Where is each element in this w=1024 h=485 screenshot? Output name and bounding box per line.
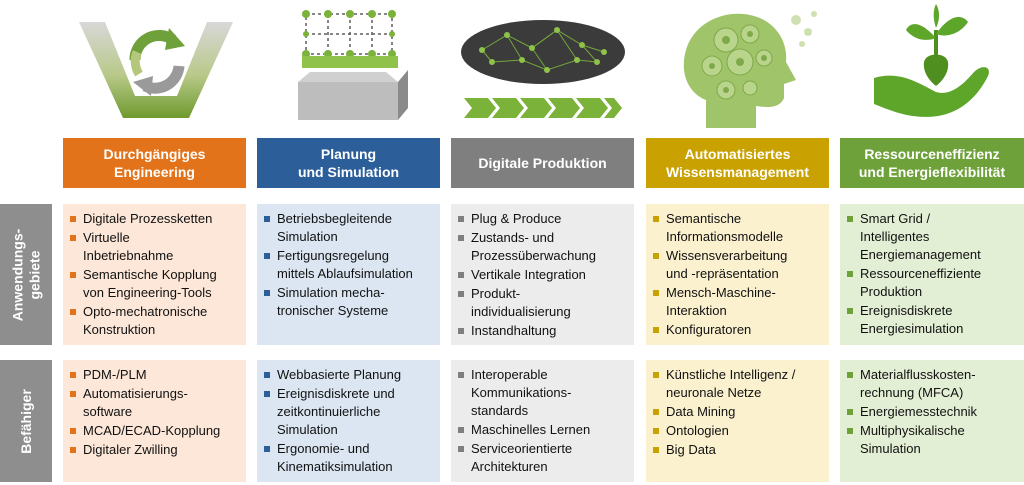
row-label-befaehiger: Befähiger xyxy=(0,360,52,482)
header-ressourceneffizienz: Ressourceneffizienz und Energieflexibili… xyxy=(840,138,1024,188)
list-item: Zustands- und Prozessüberwachung xyxy=(457,229,630,265)
list-item: Opto-mechatronische Konstruktion xyxy=(69,303,242,339)
list-item: Materialflusskosten- rechnung (MFCA) xyxy=(846,366,1020,402)
list-item: Künstliche Intelligenz / neuronale Netze xyxy=(652,366,825,402)
cell-wissen-anwendungsgebiete: Semantische Informationsmodelle Wissensv… xyxy=(646,204,829,345)
cell-engineering-anwendungsgebiete: Digitale Prozessketten Virtuelle Inbetri… xyxy=(63,204,246,345)
list-item: Digitale Prozessketten xyxy=(69,210,242,228)
list-item: Serviceorientierte Architekturen xyxy=(457,440,630,476)
list-item: Fertigungsregelung mittels Ablaufsimulat… xyxy=(263,247,436,283)
cell-simulation-anwendungsgebiete: Betriebsbegleitende Simulation Fertigung… xyxy=(257,204,440,345)
list-item: Semantische Informationsmodelle xyxy=(652,210,825,246)
list-item: Ontologien xyxy=(652,422,825,440)
cube-network-icon xyxy=(258,0,440,132)
header-wissensmanagement: Automatisiertes Wissensmanagement xyxy=(646,138,829,188)
header-digitale-produktion: Digitale Produktion xyxy=(451,138,634,188)
list-item: Webbasierte Planung xyxy=(263,366,436,384)
list-item: Semantische Kopplung von Engineering-Too… xyxy=(69,266,242,302)
list-item: Wissensverarbeitung und -repräsentation xyxy=(652,247,825,283)
list-item: Simulation mecha- tronischer Systeme xyxy=(263,284,436,320)
list-item: Instandhaltung xyxy=(457,322,630,340)
list-item: Energiemesstechnik xyxy=(846,403,1020,421)
list-item: Virtuelle Inbetriebnahme xyxy=(69,229,242,265)
gear-head-icon xyxy=(646,0,828,132)
cell-engineering-befaehiger: PDM-/PLM Automatisierungs- software MCAD… xyxy=(63,360,246,482)
list-item: Mensch-Maschine- Interaktion xyxy=(652,284,825,320)
list-item: Interoperable Kommunikations- standards xyxy=(457,366,630,420)
list-item: Produkt- individualisierung xyxy=(457,285,630,321)
cell-produktion-befaehiger: Interoperable Kommunikations- standards … xyxy=(451,360,634,482)
list-item: Ereignisdiskrete Energiesimulation xyxy=(846,302,1020,338)
cell-simulation-befaehiger: Webbasierte Planung Ereignisdiskrete und… xyxy=(257,360,440,482)
list-item: Multiphysikalische Simulation xyxy=(846,422,1020,458)
list-item: MCAD/ECAD-Kopplung xyxy=(69,422,242,440)
list-item: Ereignisdiskrete und zeitkontinuierliche… xyxy=(263,385,436,439)
list-item: PDM-/PLM xyxy=(69,366,242,384)
list-item: Automatisierungs- software xyxy=(69,385,242,421)
hand-plant-icon xyxy=(840,0,1022,132)
recycle-funnel-icon xyxy=(65,0,247,132)
list-item: Vertikale Integration xyxy=(457,266,630,284)
cell-ressource-befaehiger: Materialflusskosten- rechnung (MFCA) Ene… xyxy=(840,360,1024,482)
header-planung-simulation: Planung und Simulation xyxy=(257,138,440,188)
list-item: Konfiguratoren xyxy=(652,321,825,339)
cell-produktion-anwendungsgebiete: Plug & Produce Zustands- und Prozessüber… xyxy=(451,204,634,345)
cell-ressource-anwendungsgebiete: Smart Grid / Intelligentes Energiemanage… xyxy=(840,204,1024,345)
row-label-anwendungsgebiete: Anwendungs- gebiete xyxy=(0,204,52,345)
list-item: Plug & Produce xyxy=(457,210,630,228)
list-item: Ressourceneffiziente Produktion xyxy=(846,265,1020,301)
list-item: Big Data xyxy=(652,441,825,459)
network-chevrons-icon xyxy=(452,0,634,132)
cell-wissen-befaehiger: Künstliche Intelligenz / neuronale Netze… xyxy=(646,360,829,482)
header-durchgaengiges-engineering: Durchgängiges Engineering xyxy=(63,138,246,188)
list-item: Maschinelles Lernen xyxy=(457,421,630,439)
list-item: Betriebsbegleitende Simulation xyxy=(263,210,436,246)
list-item: Ergonomie- und Kinematiksimulation xyxy=(263,440,436,476)
list-item: Smart Grid / Intelligentes Energiemanage… xyxy=(846,210,1020,264)
list-item: Digitaler Zwilling xyxy=(69,441,242,459)
list-item: Data Mining xyxy=(652,403,825,421)
